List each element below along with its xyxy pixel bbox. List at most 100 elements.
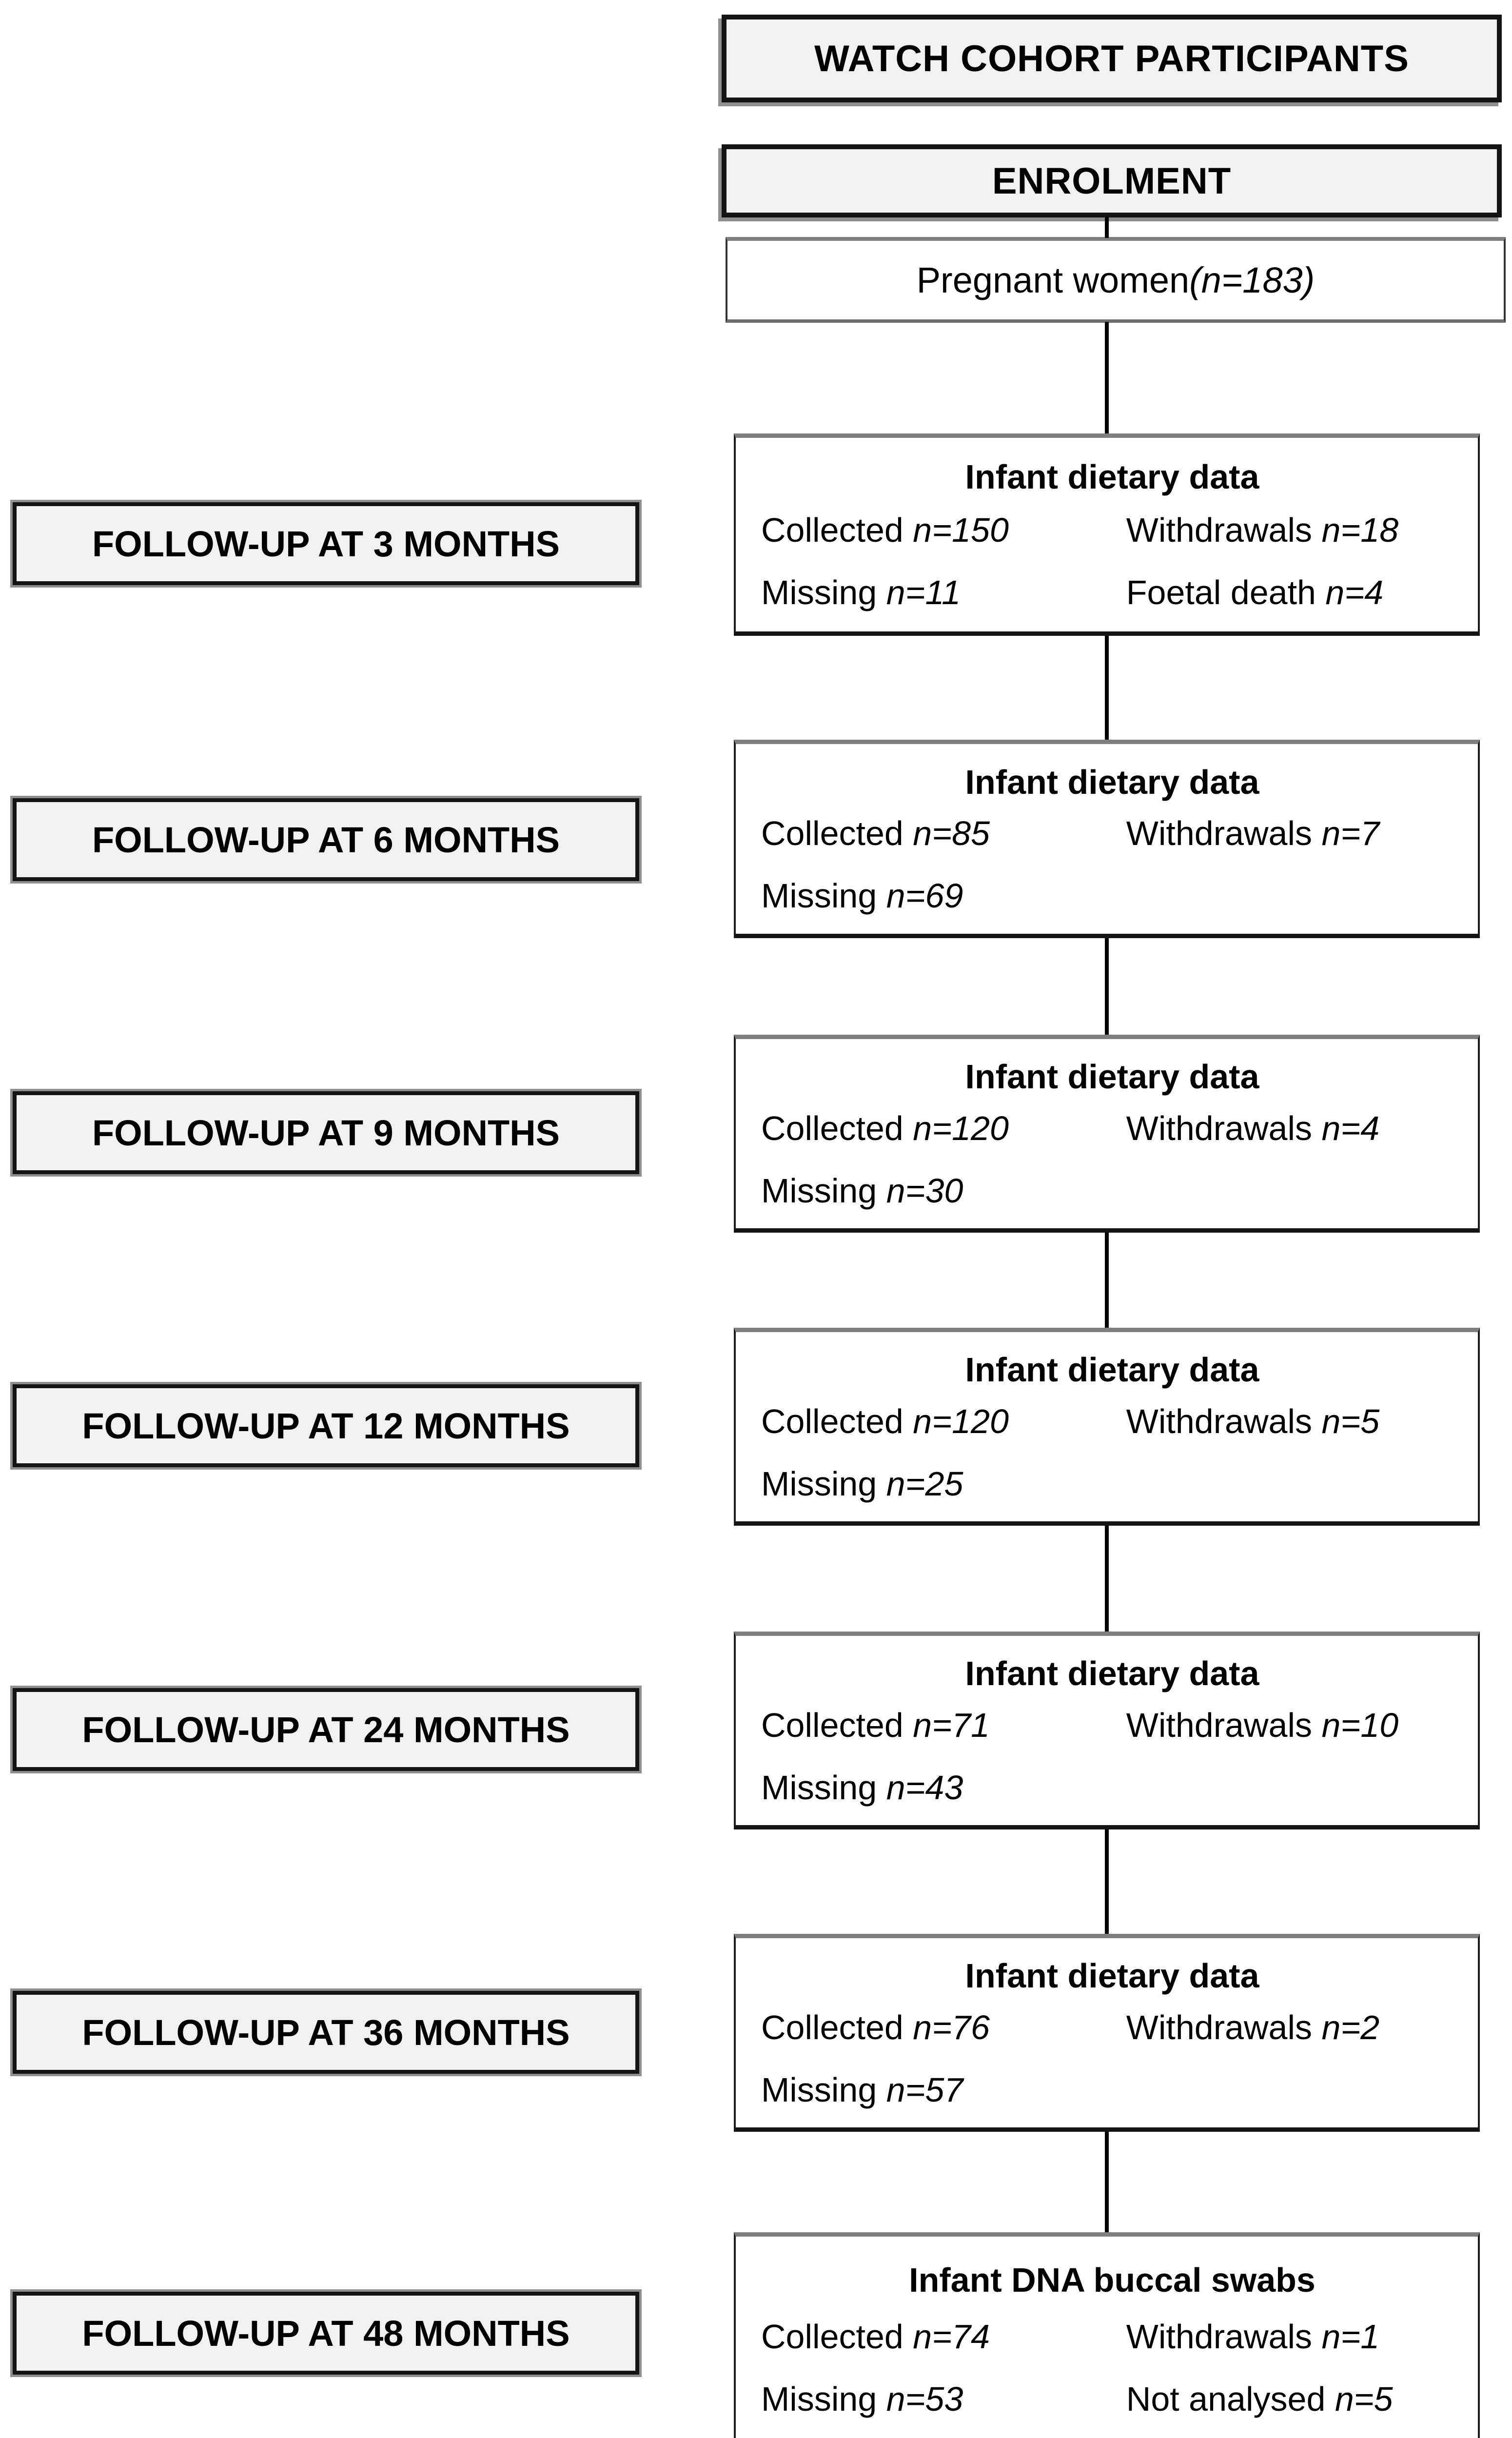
- stat-collected: Collected n=85: [761, 814, 1126, 853]
- stat-n: n=43: [886, 1768, 963, 1807]
- followup-label-text: FOLLOW-UP AT 3 MONTHS: [92, 523, 560, 564]
- stat-label: Collected: [761, 2008, 913, 2046]
- stat-label: Collected: [761, 1706, 913, 1744]
- stat-n: n=76: [913, 2008, 990, 2046]
- stat-collected: Collected n=150: [761, 511, 1126, 550]
- connector-line: [1105, 216, 1109, 238]
- stat-n: n=150: [913, 511, 1009, 549]
- followup-label-text: FOLLOW-UP AT 6 MONTHS: [92, 819, 560, 860]
- stat-n: n=57: [886, 2070, 963, 2109]
- stat-missing: Missing n=43: [761, 1768, 1126, 1807]
- stat-withdrawals: Withdrawals n=7: [1126, 814, 1463, 853]
- followup-label-9-months: FOLLOW-UP AT 9 MONTHS: [13, 1091, 639, 1174]
- stat-withdrawals: Withdrawals n=1: [1126, 2317, 1463, 2356]
- followup-label-3-months: FOLLOW-UP AT 3 MONTHS: [13, 502, 639, 585]
- box-title: Infant dietary data: [965, 1957, 1259, 1995]
- stat-label: Withdrawals: [1126, 814, 1322, 853]
- stat-label: Missing: [761, 1171, 886, 1210]
- followup-label-36-months: FOLLOW-UP AT 36 MONTHS: [13, 1991, 639, 2074]
- connector-line: [1105, 635, 1109, 740]
- followup-label-text: FOLLOW-UP AT 9 MONTHS: [92, 1112, 560, 1153]
- stat-missing: Missing n=53: [761, 2379, 1126, 2418]
- stat-label: Withdrawals: [1126, 2008, 1322, 2046]
- stat-n: n=10: [1321, 1706, 1399, 1744]
- stat-collected: Collected n=74: [761, 2317, 1126, 2356]
- stat-collected: Collected n=120: [761, 1109, 1126, 1148]
- stat-label: Missing: [761, 1464, 886, 1503]
- stat-label: Missing: [761, 2070, 886, 2109]
- box-title: Infant dietary data: [965, 458, 1259, 496]
- stat-n: n=1: [1321, 2318, 1380, 2356]
- population-text: Pregnant women: [916, 260, 1190, 300]
- followup-label-text: FOLLOW-UP AT 24 MONTHS: [82, 1709, 570, 1750]
- stat-n: n=74: [913, 2318, 990, 2356]
- stats-grid: Collected n=74 Withdrawals n=1 Missing n…: [761, 2317, 1463, 2418]
- stats-grid: Collected n=150 Withdrawals n=18 Missing…: [761, 511, 1463, 612]
- stat-not-analysed: Not analysed n=5: [1126, 2379, 1463, 2418]
- stat-n: n=4: [1325, 573, 1384, 611]
- connector-line: [1105, 1524, 1109, 1632]
- box-title: Infant dietary data: [965, 1351, 1259, 1389]
- stat-collected: Collected n=120: [761, 1402, 1126, 1441]
- stat-label: Withdrawals: [1126, 1706, 1322, 1744]
- enrolment-label: ENROLMENT: [992, 160, 1232, 202]
- stat-label: Withdrawals: [1126, 1109, 1322, 1147]
- stat-n: n=11: [886, 573, 961, 611]
- followup-label-text: FOLLOW-UP AT 48 MONTHS: [82, 2313, 570, 2354]
- box-title: Infant DNA buccal swabs: [909, 2261, 1316, 2299]
- followup-box-24-months: Infant dietary data Collected n=71 Withd…: [734, 1632, 1480, 1829]
- followup-label-48-months: FOLLOW-UP AT 48 MONTHS: [13, 2292, 639, 2375]
- stats-grid: Collected n=71 Withdrawals n=10 Missing …: [761, 1706, 1463, 1807]
- stat-n: n=120: [913, 1402, 1009, 1440]
- stat-collected: Collected n=71: [761, 1706, 1126, 1745]
- box-title: Infant dietary data: [965, 763, 1259, 801]
- followup-box-9-months: Infant dietary data Collected n=120 With…: [734, 1035, 1480, 1233]
- stat-n: n=30: [886, 1171, 963, 1210]
- stat-label: Collected: [761, 1109, 913, 1147]
- stat-label: Not analysed: [1126, 2380, 1335, 2418]
- stat-withdrawals: Withdrawals n=4: [1126, 1109, 1463, 1148]
- stat-label: Withdrawals: [1126, 2318, 1322, 2356]
- connector-line: [1105, 936, 1109, 1035]
- stat-missing: Missing n=11: [761, 573, 1126, 612]
- stat-n: n=7: [1321, 814, 1380, 853]
- stat-label: Collected: [761, 511, 913, 549]
- stat-label: Collected: [761, 814, 913, 853]
- stat-label: Withdrawals: [1126, 511, 1322, 549]
- followup-box-6-months: Infant dietary data Collected n=85 Withd…: [734, 740, 1480, 938]
- stat-n: n=25: [886, 1464, 963, 1503]
- stats-grid: Collected n=85 Withdrawals n=7 Missing n…: [761, 814, 1463, 915]
- watch-cohort-header-box: WATCH COHORT PARTICIPANTS: [722, 15, 1502, 102]
- stat-label: Missing: [761, 2380, 886, 2418]
- stat-n: n=71: [913, 1706, 990, 1744]
- watch-cohort-header-label: WATCH COHORT PARTICIPANTS: [814, 38, 1409, 79]
- enrolment-box: ENROLMENT: [722, 144, 1502, 217]
- stat-label: Collected: [761, 1402, 913, 1440]
- stat-label: Missing: [761, 877, 886, 915]
- stat-n: n=18: [1321, 511, 1399, 549]
- stat-n: n=4: [1321, 1109, 1380, 1147]
- stat-label: Withdrawals: [1126, 1402, 1322, 1440]
- followup-label-24-months: FOLLOW-UP AT 24 MONTHS: [13, 1688, 639, 1771]
- followup-box-48-months: Infant DNA buccal swabs Collected n=74 W…: [734, 2232, 1480, 2438]
- connector-line: [1105, 2130, 1109, 2233]
- stats-grid: Collected n=120 Withdrawals n=5 Missing …: [761, 1402, 1463, 1503]
- stat-label: Collected: [761, 2318, 913, 2356]
- followup-label-6-months: FOLLOW-UP AT 6 MONTHS: [13, 798, 639, 881]
- stat-foetal-death: Foetal death n=4: [1126, 573, 1463, 612]
- followup-box-3-months: Infant dietary data Collected n=150 With…: [734, 433, 1480, 636]
- stat-collected: Collected n=76: [761, 2008, 1126, 2047]
- connector-line: [1105, 322, 1109, 434]
- connector-line: [1105, 1231, 1109, 1328]
- stats-grid: Collected n=76 Withdrawals n=2 Missing n…: [761, 2008, 1463, 2109]
- stat-n: n=85: [913, 814, 990, 853]
- pregnant-women-box: Pregnant women (n=183): [726, 237, 1506, 323]
- stat-missing: Missing n=57: [761, 2070, 1126, 2109]
- stat-n: n=2: [1321, 2008, 1380, 2046]
- stat-n: n=5: [1321, 1402, 1380, 1440]
- followup-label-text: FOLLOW-UP AT 36 MONTHS: [82, 2012, 570, 2053]
- stat-withdrawals: Withdrawals n=10: [1126, 1706, 1463, 1745]
- stat-withdrawals: Withdrawals n=18: [1126, 511, 1463, 550]
- stat-missing: Missing n=30: [761, 1171, 1126, 1210]
